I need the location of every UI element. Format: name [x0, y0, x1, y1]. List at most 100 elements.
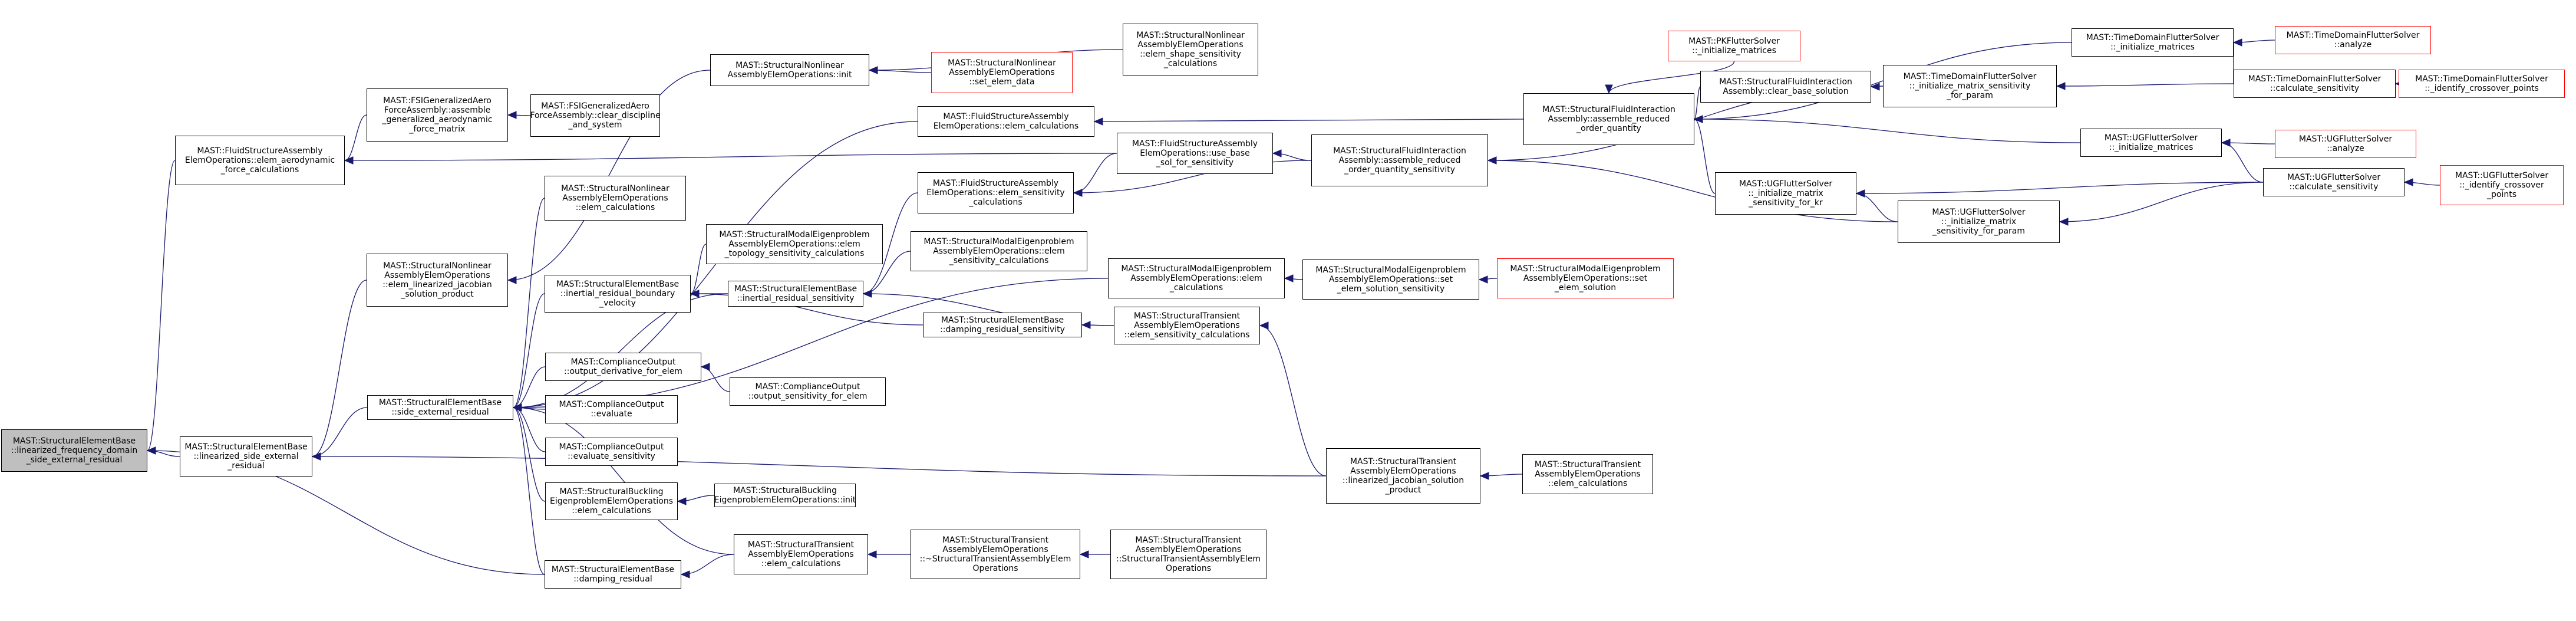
node-label-line: _elem_solution — [1554, 283, 1617, 293]
node-label-line: _order_quantity_sensitivity — [1344, 165, 1455, 175]
node-label-line: MAST::StructuralTransient — [747, 540, 855, 550]
graph-node[interactable]: MAST::UGFlutterSolver::calculate_sensiti… — [2263, 168, 2405, 196]
graph-node[interactable]: MAST::UGFlutterSolver::_initialize_matri… — [1898, 201, 2060, 243]
node-label-line: ::_identify_crossover_points — [2425, 84, 2539, 93]
node-label-line: ::elem_calculations — [761, 559, 841, 569]
graph-node[interactable]: MAST::TimeDomainFlutterSolver::analyze — [2275, 26, 2431, 54]
call-edge — [1694, 119, 2081, 143]
graph-node[interactable]: MAST::UGFlutterSolver::_initialize_matri… — [2080, 129, 2222, 157]
edge-arrowhead — [700, 363, 710, 371]
node-label-line: MAST::TimeDomainFlutterSolver — [2286, 31, 2420, 40]
node-label-line: ::_initialize_matrices — [2110, 42, 2195, 52]
node-label-line: MAST::FluidStructureAssembly — [932, 179, 1059, 188]
graph-node[interactable]: MAST::ComplianceOutput::evaluate — [545, 395, 678, 423]
node-label-line: _for_param — [1947, 91, 1993, 100]
graph-node[interactable]: MAST::TimeDomainFlutterSolver::calculate… — [2234, 70, 2396, 98]
node-label-line: ElemOperations::elem_aerodynamic — [184, 156, 335, 165]
node-label-line: ::_identify_crossover — [2459, 180, 2544, 190]
node-label-line: ::_initialize_matrix — [1748, 189, 1823, 198]
node-label-line: MAST::TimeDomainFlutterSolver — [1903, 72, 2037, 81]
node-label-line: MAST::StructuralFluidInteraction — [1542, 105, 1675, 114]
node-label-line: ElemOperations::elem_calculations — [933, 121, 1079, 131]
call-edge — [1694, 119, 1716, 194]
graph-node[interactable]: MAST::StructuralElementBase::damping_res… — [923, 313, 1082, 337]
node-label-line: MAST::StructuralNonlinear — [735, 61, 844, 70]
call-edge — [513, 407, 734, 555]
node-label-line: MAST::StructuralTransient — [1133, 311, 1241, 321]
node-label-line: MAST::UGFlutterSolver — [1932, 208, 2026, 217]
node-label-line: _force_matrix — [409, 124, 466, 134]
node-label-line: ::elem_shape_sensitivity — [1140, 50, 1241, 59]
graph-node[interactable]: MAST::StructuralElementBase::linearized_… — [180, 436, 312, 477]
node-label-line: MAST::StructuralModalEigenproblem — [719, 230, 870, 239]
node-label-line: ::elem_calculations — [572, 506, 651, 515]
call-edge — [690, 244, 707, 294]
graph-node[interactable]: MAST::UGFlutterSolver::analyze — [2275, 130, 2416, 158]
graph-node[interactable]: MAST::TimeDomainFlutterSolver::_initiali… — [2072, 28, 2234, 57]
graph-node[interactable]: MAST::PKFlutterSolver::_initialize_matri… — [1668, 31, 1800, 61]
graph-node[interactable]: MAST::ComplianceOutput::output_derivativ… — [545, 353, 701, 381]
node-label-line: MAST::UGFlutterSolver — [2287, 173, 2381, 182]
node-label-line: MAST::TimeDomainFlutterSolver — [2415, 74, 2548, 84]
node-label-line: MAST::StructuralElementBase — [551, 565, 675, 574]
graph-node[interactable]: MAST::TimeDomainFlutterSolver::_identify… — [2399, 70, 2565, 98]
node-label-line: AssemblyElemOperations::set — [1328, 275, 1453, 284]
node-label-line: _residual — [227, 461, 265, 471]
node-label-line: MAST::FluidStructureAssembly — [1132, 139, 1258, 149]
graph-node[interactable]: MAST::StructuralElementBase::linearized_… — [1, 429, 147, 472]
node-label-line: ::linearized_side_external — [193, 452, 299, 461]
node-label-line: Assembly::assemble_reduced — [1548, 114, 1670, 124]
graph-node[interactable]: MAST::ComplianceOutput::output_sensitivi… — [730, 377, 886, 406]
call-edge — [147, 160, 176, 451]
node-label-line: MAST::ComplianceOutput — [755, 382, 860, 392]
node-label-line: MAST::FSIGeneralizedAero — [541, 101, 649, 111]
graph-node[interactable]: MAST::ComplianceOutput::evaluate_sensiti… — [545, 438, 678, 466]
node-label-line: AssemblyElemOperations — [1134, 321, 1240, 330]
graph-node[interactable]: MAST::StructuralElementBase::inertial_re… — [728, 281, 863, 307]
graph-node[interactable]: MAST::UGFlutterSolver::_identify_crossov… — [2440, 165, 2564, 205]
graph-node[interactable]: MAST::TimeDomainFlutterSolver::_initiali… — [1883, 65, 2057, 107]
graph-node[interactable]: MAST::StructuralElementBase::damping_res… — [545, 560, 681, 589]
node-label-line: ::~StructuralTransientAssemblyElem — [919, 554, 1071, 564]
node-label-line: Assembly::clear_base_solution — [1723, 87, 1849, 96]
graph-node[interactable]: MAST::StructuralElementBase::side_extern… — [367, 395, 513, 420]
node-label-line: _calculations — [1169, 283, 1223, 293]
graph-node[interactable]: MAST::StructuralElementBase::inertial_re… — [545, 275, 691, 313]
call-edge — [513, 293, 545, 408]
node-label-line: ::_initialize_matrices — [1692, 46, 1776, 55]
node-label-line: MAST::StructuralElementBase — [941, 316, 1064, 325]
node-label-line: MAST::ComplianceOutput — [559, 400, 664, 409]
node-label-line: MAST::UGFlutterSolver — [2455, 171, 2549, 180]
node-label-line: MAST::StructuralNonlinear — [948, 58, 1056, 68]
graph-node[interactable]: MAST::UGFlutterSolver::_initialize_matri… — [1715, 172, 1856, 215]
